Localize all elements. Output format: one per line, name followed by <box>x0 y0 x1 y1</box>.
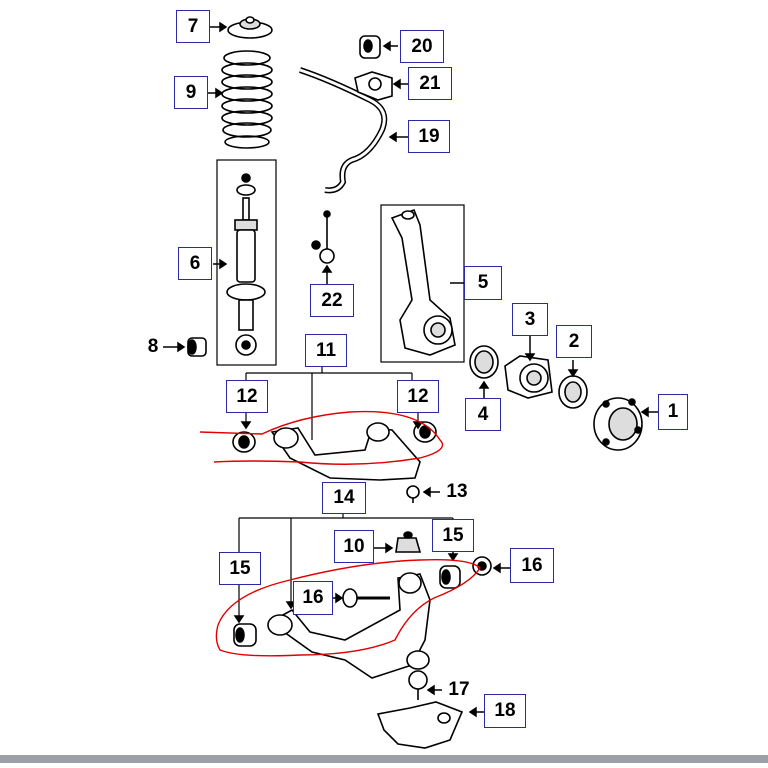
lower-bushing-front <box>439 565 461 589</box>
lower-ball-joint <box>408 670 428 700</box>
wheel-bearing <box>504 355 553 399</box>
callout-17: 17 <box>448 679 470 700</box>
callout-3: 3 <box>512 303 548 336</box>
callout-5: 5 <box>464 266 502 300</box>
bearing-seal <box>558 375 588 409</box>
shock-absorber-box <box>216 159 277 366</box>
callout-6: 6 <box>178 247 212 280</box>
bushing-8 <box>187 337 207 357</box>
bump-stop <box>395 531 422 553</box>
lower-control-arm <box>267 572 431 679</box>
callout-12-left: 12 <box>226 380 268 413</box>
stabilizer-bushing <box>359 35 381 59</box>
callout-22: 22 <box>310 284 354 317</box>
lower-bracket <box>376 701 464 749</box>
strut-mount <box>227 16 273 39</box>
cam-bolt-16-left <box>342 588 390 608</box>
callout-11: 11 <box>305 334 347 367</box>
oil-seal <box>469 345 499 379</box>
coil-spring <box>221 50 273 149</box>
callout-20: 20 <box>400 30 444 63</box>
leader-lines <box>163 21 658 718</box>
callout-16-right: 16 <box>510 548 554 583</box>
cam-bolt-16 <box>472 556 492 576</box>
callout-7: 7 <box>176 10 210 43</box>
callout-2: 2 <box>556 325 592 358</box>
callout-18: 18 <box>484 694 526 728</box>
callout-4: 4 <box>465 398 501 431</box>
callout-9: 9 <box>174 76 208 109</box>
callout-19: 19 <box>408 120 450 153</box>
lower-bushing-rear <box>233 623 257 647</box>
callout-16-left: 16 <box>293 581 333 615</box>
upper-arm-bracket <box>245 365 419 440</box>
callout-15-right: 15 <box>432 519 474 552</box>
red-markup-upper <box>199 410 444 465</box>
shock-absorber <box>226 173 266 356</box>
bottom-bar <box>0 755 768 763</box>
callout-12-right: 12 <box>397 380 439 413</box>
callout-8: 8 <box>147 336 159 357</box>
callout-13: 13 <box>446 481 468 502</box>
stabilizer-link <box>311 210 335 264</box>
wheel-hub <box>593 397 643 451</box>
callout-14: 14 <box>322 482 366 514</box>
steering-knuckle <box>390 208 456 356</box>
callout-21: 21 <box>408 67 452 100</box>
red-markup <box>199 410 481 657</box>
callout-1: 1 <box>658 394 688 430</box>
callout-10: 10 <box>334 530 374 563</box>
upper-ball-joint <box>406 485 420 503</box>
callout-15-left: 15 <box>219 552 261 585</box>
upper-control-arm <box>232 421 437 481</box>
red-markup-lower <box>215 558 481 657</box>
stabilizer-bracket <box>354 71 393 101</box>
